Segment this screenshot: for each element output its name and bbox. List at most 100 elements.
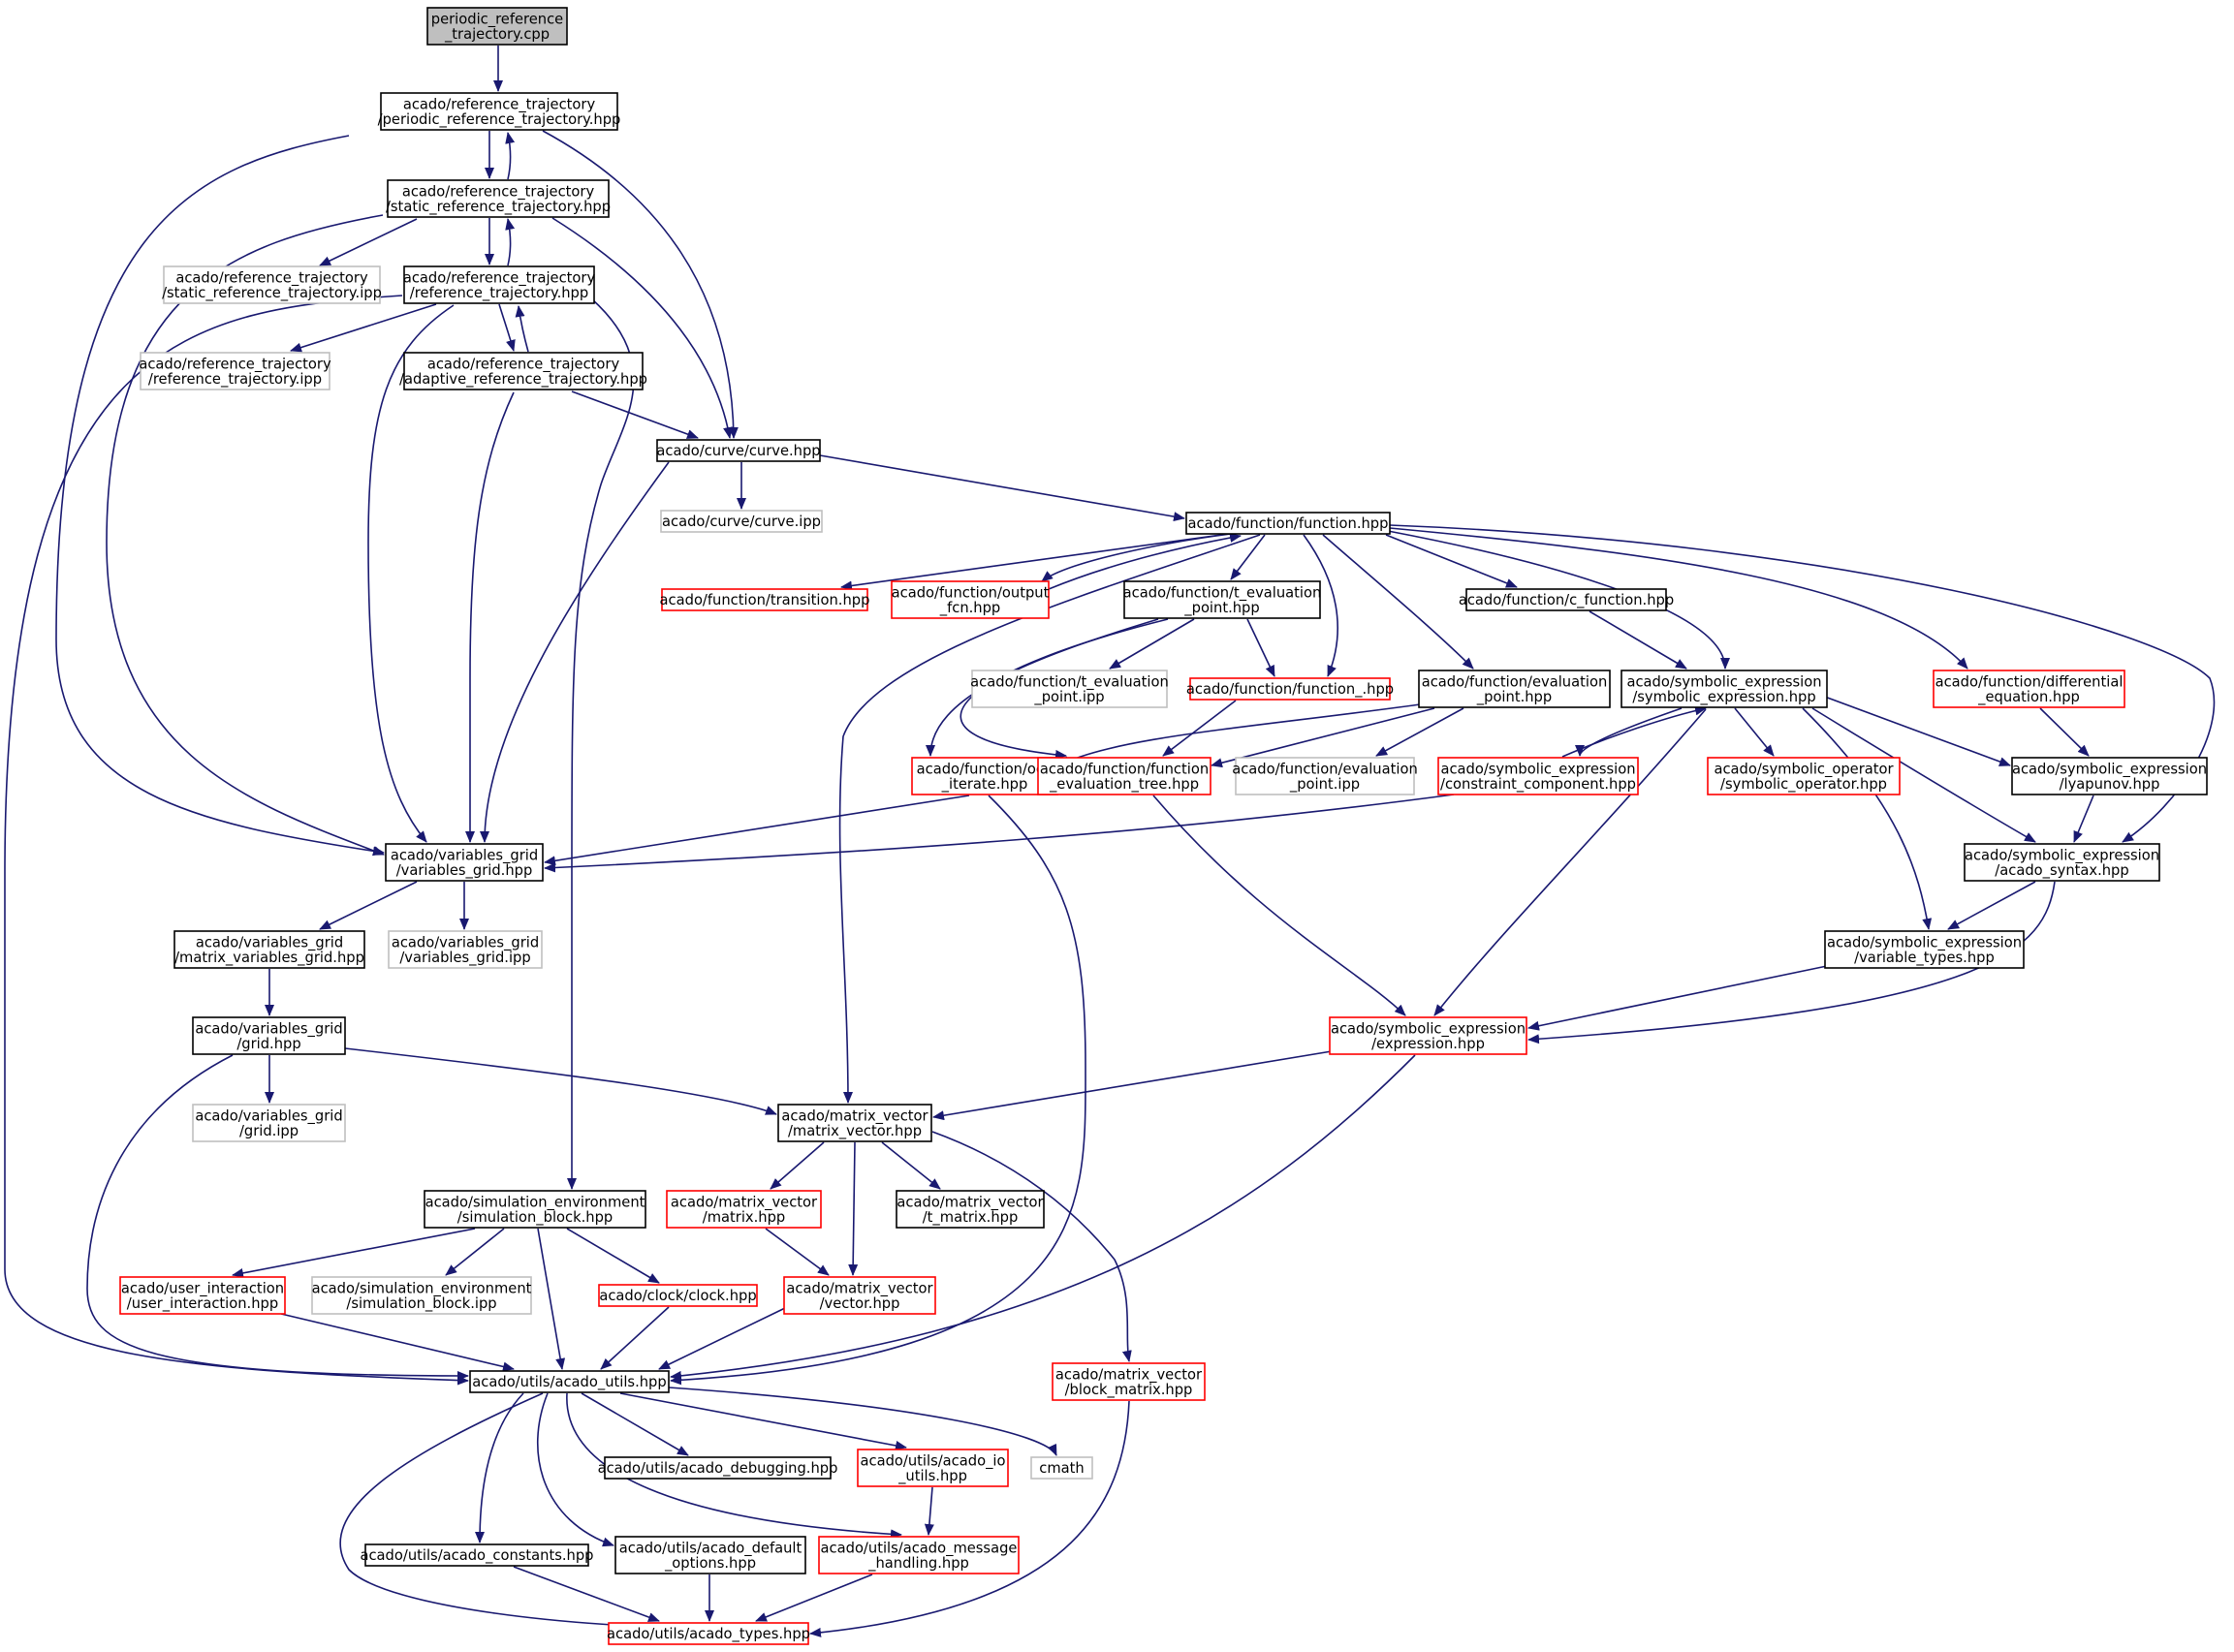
edge-path (551, 217, 733, 439)
edge-path (339, 1392, 705, 1633)
node-n34[interactable]: acado/simulation_environment/simulation_… (424, 1190, 646, 1229)
node-label-line: /grid.hpp (236, 1036, 300, 1052)
node-box (1329, 1016, 1527, 1055)
node-n26[interactable]: acado/symbolic_expression/acado_syntax.h… (1964, 843, 2160, 882)
edge-n31-to-n41 (670, 1054, 1416, 1381)
node-n41[interactable]: acado/utils/acado_utils.hpp (469, 1370, 670, 1393)
node-n19[interactable]: acado/function/ocp_iterate.hpp (911, 757, 1058, 795)
node-n7[interactable]: acado/curve/curve.hpp (656, 439, 821, 462)
edge-n41-to-n43 (581, 1392, 689, 1456)
node-n49[interactable]: acado/utils/acado_types.hpp (607, 1622, 810, 1645)
node-n23[interactable]: acado/symbolic_operator/symbolic_operato… (1707, 757, 1901, 795)
node-n44[interactable]: acado/utils/acado_io_utils.hpp (857, 1449, 1009, 1487)
node-box (1123, 580, 1321, 619)
edge-n16-to-n19 (1058, 703, 1421, 766)
node-n45[interactable]: cmath (1030, 1456, 1093, 1480)
node-n27[interactable]: acado/variables_grid/matrix_variables_gr… (173, 930, 365, 969)
node-n12[interactable]: acado/function/t_evaluation_point.hpp (1123, 580, 1322, 619)
edge-n9-to-n10 (840, 534, 1222, 591)
edge-n6-to-n4 (515, 305, 529, 353)
node-n33[interactable]: acado/matrix_vector/matrix_vector.hpp (777, 1104, 932, 1142)
node-n31[interactable]: acado/symbolic_expression/expression.hpp (1329, 1016, 1527, 1055)
edge-path (537, 1228, 566, 1370)
node-box (666, 1190, 822, 1229)
edge-n17-to-n23 (1734, 707, 1775, 757)
node-label-line: acado/symbolic_expression (1626, 673, 1821, 690)
edge-path (924, 1486, 934, 1536)
node-n43[interactable]: acado/utils/acado_debugging.hpp (598, 1456, 838, 1480)
edge-path (1734, 707, 1775, 757)
node-n30[interactable]: acado/variables_grid/grid.hpp (192, 1016, 346, 1055)
node-n18[interactable]: acado/function/differential_equation.hpp (1933, 670, 2125, 708)
node-n38[interactable]: acado/simulation_environment/simulation_… (311, 1276, 532, 1315)
node-n36[interactable]: acado/matrix_vector/t_matrix.hpp (896, 1190, 1045, 1229)
node-n8[interactable]: acado/curve/curve.ipp (660, 510, 823, 533)
node-n3[interactable]: acado/reference_trajectory/static_refere… (162, 265, 382, 304)
edge-path (819, 454, 1185, 522)
node-n16[interactable]: acado/function/evaluation_point.hpp (1418, 670, 1611, 708)
node-label-line: _handling.hpp (867, 1555, 969, 1572)
edge-path (809, 1400, 1130, 1637)
node-n13[interactable]: acado/function/c_function.hpp (1459, 588, 1674, 611)
edge-path (1041, 533, 1232, 582)
node-label-line: acado/variables_grid (195, 1107, 342, 1124)
node-n32[interactable]: acado/variables_grid/grid.ipp (192, 1104, 346, 1142)
edge-path (1109, 618, 1195, 670)
edge-n40-to-n41 (658, 1307, 786, 1370)
node-n35[interactable]: acado/matrix_vector/matrix.hpp (666, 1190, 822, 1229)
node-label-line: _equation.hpp (1977, 689, 2080, 705)
node-label-line: /grid.ipp (239, 1123, 299, 1139)
edge-n22-to-n25 (544, 794, 1455, 873)
node-box (1824, 930, 2025, 969)
edge-path (1322, 534, 1474, 670)
node-n17[interactable]: acado/symbolic_expression/symbolic_expre… (1620, 670, 1828, 708)
node-n6[interactable]: acado/reference_trajectory/adaptive_refe… (399, 352, 647, 390)
node-box (469, 1370, 670, 1393)
node-box (1707, 757, 1901, 795)
node-n21[interactable]: acado/function/evaluation_point.ipp (1232, 757, 1418, 795)
edge-n4-to-n2 (505, 218, 516, 266)
node-n15[interactable]: acado/function/function_.hpp (1186, 677, 1394, 701)
node-n20[interactable]: acado/function/function_evaluation_tree.… (1037, 757, 1211, 795)
node-n9[interactable]: acado/function/function.hpp (1185, 512, 1391, 535)
node-n47[interactable]: acado/utils/acado_default_options.hpp (614, 1536, 806, 1574)
node-n28[interactable]: acado/variables_grid/variables_grid.ipp (388, 930, 543, 969)
node-n5[interactable]: acado/reference_trajectory/reference_tra… (139, 352, 331, 390)
edge-path (106, 214, 385, 856)
node-n2[interactable]: acado/reference_trajectory/static_refere… (386, 179, 611, 218)
node-n40[interactable]: acado/matrix_vector/vector.hpp (783, 1276, 936, 1315)
node-label-line: _trajectory.cpp (444, 26, 550, 43)
node-label-line: /t_matrix.hpp (923, 1209, 1019, 1226)
edge-n2-to-n25 (106, 214, 385, 856)
node-label-line: acado/utils/acado_io (861, 1452, 1006, 1469)
node-n22[interactable]: acado/symbolic_expression/constraint_com… (1437, 757, 1639, 795)
edge-path (344, 1047, 777, 1115)
node-n4[interactable]: acado/reference_trajectory/reference_tra… (403, 265, 596, 304)
edge-path (1152, 795, 1406, 1016)
node-n1[interactable]: acado/reference_trajectory/periodic_refe… (378, 92, 621, 131)
node-n11[interactable]: acado/function/output_fcn.hpp (891, 580, 1050, 619)
edge-path (566, 1392, 902, 1540)
node-box (1465, 588, 1667, 611)
edge-path (86, 1054, 469, 1381)
node-n42[interactable]: acado/matrix_vector/block_matrix.hpp (1052, 1362, 1206, 1401)
node-n37[interactable]: acado/user_interaction/user_interaction.… (119, 1276, 286, 1315)
node-n24[interactable]: acado/symbolic_expression/lyapunov.hpp (2011, 757, 2208, 795)
node-label-line: acado/utils/acado_utils.hpp (472, 1374, 666, 1390)
node-box (656, 439, 821, 462)
node-n48[interactable]: acado/utils/acado_message_handling.hpp (818, 1536, 1020, 1574)
node-label-line: acado/user_interaction (121, 1280, 284, 1296)
node-n14[interactable]: acado/function/t_evaluation_point.ipp (970, 670, 1169, 708)
node-n0[interactable]: periodic_reference_trajectory.cpp (426, 7, 568, 46)
node-label-line: acado/matrix_vector (897, 1194, 1044, 1210)
node-label-line: /symbolic_operator.hpp (1720, 776, 1887, 793)
node-box (424, 1190, 646, 1229)
node-n29[interactable]: acado/symbolic_expression/variable_types… (1824, 930, 2025, 969)
node-n10[interactable]: acado/function/transition.hpp (660, 588, 870, 611)
edge-n33-to-n40 (848, 1141, 859, 1276)
node-n46[interactable]: acado/utils/acado_constants.hpp (360, 1543, 594, 1567)
node-n39[interactable]: acado/clock/clock.hpp (598, 1284, 758, 1307)
node-box (614, 1536, 806, 1574)
node-label-line: /matrix.hpp (703, 1209, 785, 1226)
node-n25[interactable]: acado/variables_grid/variables_grid.hpp (385, 843, 544, 882)
